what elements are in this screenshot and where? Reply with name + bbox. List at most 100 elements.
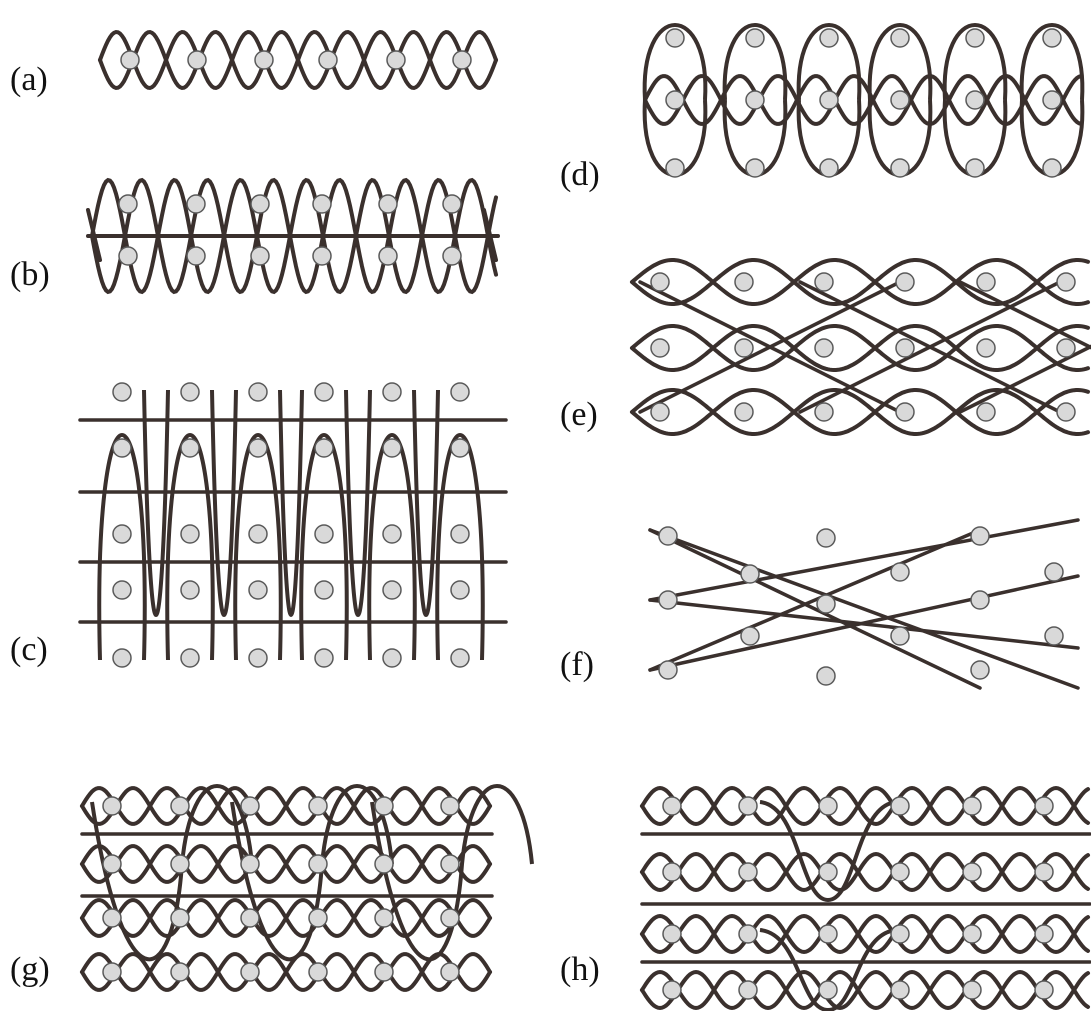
panel-c-fiber-r3-4 xyxy=(314,524,334,544)
panel-f-diag-6 xyxy=(648,528,982,672)
panel-e-fiber-r3-5 xyxy=(976,402,996,422)
panel-f xyxy=(648,518,1080,690)
panel-h-fiber-r1-4 xyxy=(890,796,910,816)
panel-f-fiber-13 xyxy=(658,660,678,680)
panel-h-fiber-r4-3 xyxy=(818,980,838,1000)
panel-d-loop-top-6 xyxy=(1019,23,1085,101)
panel-g-fiber-r2-3 xyxy=(240,854,260,874)
panel-c-loop-up-2 xyxy=(165,433,215,661)
panel-e-row-3-a xyxy=(630,388,1090,436)
panel-g-fiber-r3-3 xyxy=(240,908,260,928)
panel-g xyxy=(80,784,534,992)
panel-b-fiber-bottom-2 xyxy=(186,246,206,266)
panel-g-row-1-b xyxy=(80,786,492,826)
panel-c-fiber-r1-1 xyxy=(112,382,132,402)
panel-d-fiber-r1-4 xyxy=(890,28,910,48)
panel-c-fiber-r1-5 xyxy=(382,382,402,402)
panel-e-fiber-r2-2 xyxy=(734,338,754,358)
panel-f-fiber-8 xyxy=(816,594,836,614)
panel-d-mid-yarn-a xyxy=(643,74,1083,126)
panel-d-fiber-r1-3 xyxy=(819,28,839,48)
panel-e-diag-down-2 xyxy=(798,280,1062,414)
panel-a-fiber-6 xyxy=(452,50,472,70)
panel-f-fiber-10 xyxy=(740,626,760,646)
panel-b-fiber-bottom-1 xyxy=(118,246,138,266)
panel-c-fiber-r4-4 xyxy=(314,580,334,600)
panel-e-fiber-r2-6 xyxy=(1056,338,1076,358)
panel-h-row-4-a xyxy=(640,969,1090,1011)
panel-e-diag-down-3 xyxy=(958,280,1091,350)
panel-c-fiber-r2-2 xyxy=(180,438,200,458)
panel-h-fiber-r3-6 xyxy=(1034,924,1054,944)
panel-label-h: (h) xyxy=(560,951,600,988)
panel-g-fiber-r3-4 xyxy=(308,908,328,928)
panel-g-fiber-r4-1 xyxy=(102,962,122,982)
panel-c-fiber-r3-6 xyxy=(450,524,470,544)
panel-g-fiber-r1-5 xyxy=(374,796,394,816)
panel-b-end-right xyxy=(482,208,498,262)
panel-d-loop-top-5 xyxy=(942,23,1008,101)
panel-h-row-2-b xyxy=(640,851,1090,893)
panel-e-fiber-r2-4 xyxy=(895,338,915,358)
panel-c-fiber-r5-1 xyxy=(112,648,132,668)
panel-b-fiber-top-1 xyxy=(118,194,138,214)
panel-b-fiber-bottom-4 xyxy=(312,246,332,266)
panel-b-fiber-bottom-5 xyxy=(378,246,398,266)
panel-c-fiber-r1-3 xyxy=(248,382,268,402)
panel-e-fiber-r3-4 xyxy=(895,402,915,422)
panel-h-fiber-r3-3 xyxy=(818,924,838,944)
panel-d-loop-top-4 xyxy=(867,23,933,101)
panel-h-fiber-r1-1 xyxy=(662,796,682,816)
panel-c-fiber-r4-6 xyxy=(450,580,470,600)
panel-c-loop-down-4 xyxy=(344,389,372,617)
panel-h-fiber-r1-5 xyxy=(962,796,982,816)
panel-g-fiber-r4-4 xyxy=(308,962,328,982)
panel-c-fiber-r1-4 xyxy=(314,382,334,402)
panel-d-fiber-r1-2 xyxy=(745,28,765,48)
panel-c-loop-down-2 xyxy=(210,389,238,617)
panel-d-fiber-r3-4 xyxy=(890,158,910,178)
panel-d-fiber-r3-1 xyxy=(665,158,685,178)
panel-g-fiber-r4-6 xyxy=(440,962,460,982)
panel-b xyxy=(86,177,500,295)
panel-b-fiber-top-5 xyxy=(378,194,398,214)
panel-c-fiber-r2-4 xyxy=(314,438,334,458)
panel-h-fiber-r4-6 xyxy=(1034,980,1054,1000)
panel-h-row-2-a xyxy=(640,851,1090,893)
panel-e-fiber-r2-1 xyxy=(650,338,670,358)
panel-f-diag-2 xyxy=(648,518,1080,602)
panel-d-fiber-r2-5 xyxy=(965,90,985,110)
panel-d-fiber-r2-3 xyxy=(819,90,839,110)
panel-c-fiber-r3-5 xyxy=(382,524,402,544)
panel-h-fiber-r4-1 xyxy=(662,980,682,1000)
panel-e-row-1-b xyxy=(630,258,1090,306)
panel-g-fiber-r2-2 xyxy=(170,854,190,874)
panel-c-loop-up-5 xyxy=(367,433,417,661)
panel-g-row-3-b xyxy=(80,898,492,938)
panel-e-fiber-r1-4 xyxy=(895,272,915,292)
panel-e-row-2-a xyxy=(630,324,1090,372)
panel-c-fiber-r2-5 xyxy=(382,438,402,458)
panel-d-mid-yarn-b xyxy=(643,74,1083,126)
panel-c-loop-down-3 xyxy=(278,389,304,617)
panel-g-loop-1 xyxy=(90,784,254,962)
panel-d-loop-top-3 xyxy=(796,23,862,101)
panel-h-row-4-b xyxy=(640,969,1090,1011)
panel-b-yarn-a xyxy=(90,177,498,295)
panel-e-row-2-b xyxy=(630,324,1090,372)
panel-g-fiber-r1-2 xyxy=(170,796,190,816)
panel-c-loop-up-4 xyxy=(299,433,349,661)
panel-f-fiber-15 xyxy=(970,660,990,680)
panel-h-fiber-r4-4 xyxy=(890,980,910,1000)
panel-g-fiber-r2-4 xyxy=(308,854,328,874)
panel-b-fiber-bottom-3 xyxy=(250,246,270,266)
panel-f-fiber-12 xyxy=(1044,626,1064,646)
panel-f-diag-4 xyxy=(648,598,1080,650)
panel-h-fiber-r4-5 xyxy=(962,980,982,1000)
panel-b-end-left xyxy=(86,208,102,262)
panel-c-fiber-r5-2 xyxy=(180,648,200,668)
panel-c-loop-down-1 xyxy=(142,389,170,617)
panel-e-fiber-r1-3 xyxy=(814,272,834,292)
panel-c-loop-up-1 xyxy=(97,433,147,661)
